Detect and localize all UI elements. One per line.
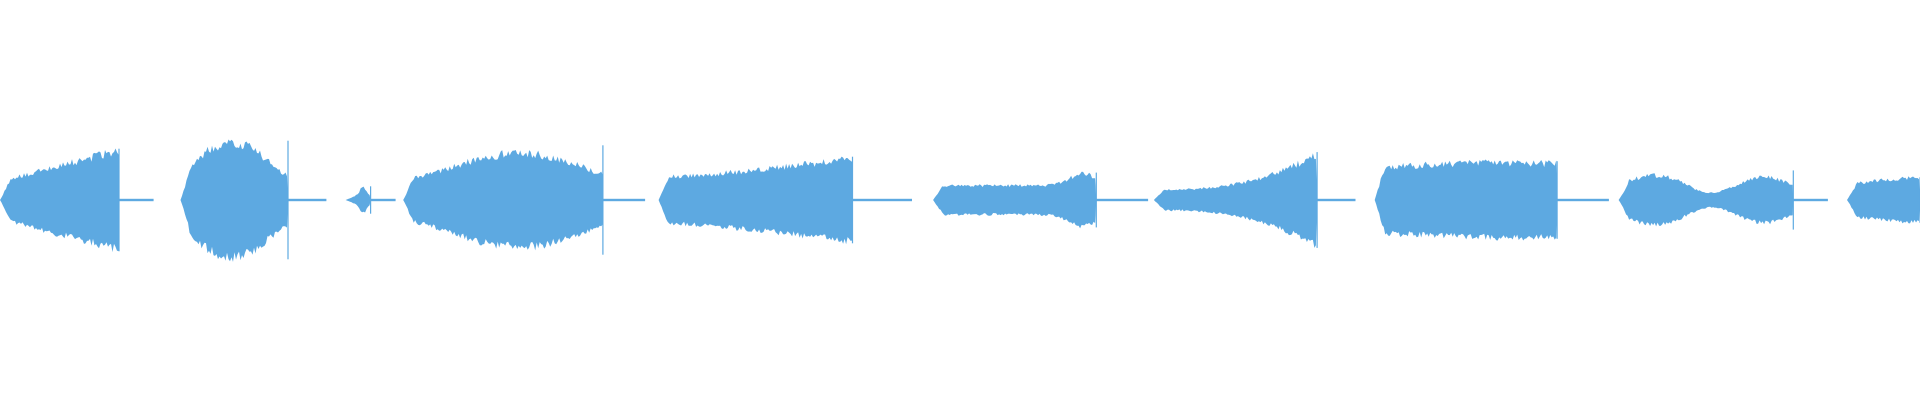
waveform-tail-9 (1793, 198, 1828, 202)
waveform-segment-10 (1847, 176, 1920, 224)
waveform-segment-7 (1153, 153, 1318, 248)
waveform-tail-8 (1557, 198, 1609, 202)
waveform-segment-1 (0, 148, 119, 253)
waveform-tail-5 (852, 198, 912, 202)
waveform-tail-2 (288, 198, 327, 202)
waveform-tail-3 (370, 198, 396, 202)
waveform-segments (0, 139, 1920, 262)
waveform-segment-2 (180, 139, 288, 262)
waveform-segment-4 (403, 150, 603, 251)
waveform-tail-4 (602, 198, 646, 202)
waveform-segment-5 (658, 156, 853, 245)
waveform-segment-8 (1374, 159, 1558, 241)
waveform-tail-7 (1317, 198, 1356, 202)
waveform-segment-6 (933, 171, 1097, 229)
waveform-segment-9 (1618, 173, 1794, 227)
waveform-segment-3 (345, 186, 371, 213)
waveform-tail-1 (119, 198, 154, 202)
waveform-tail-6 (1096, 198, 1149, 202)
